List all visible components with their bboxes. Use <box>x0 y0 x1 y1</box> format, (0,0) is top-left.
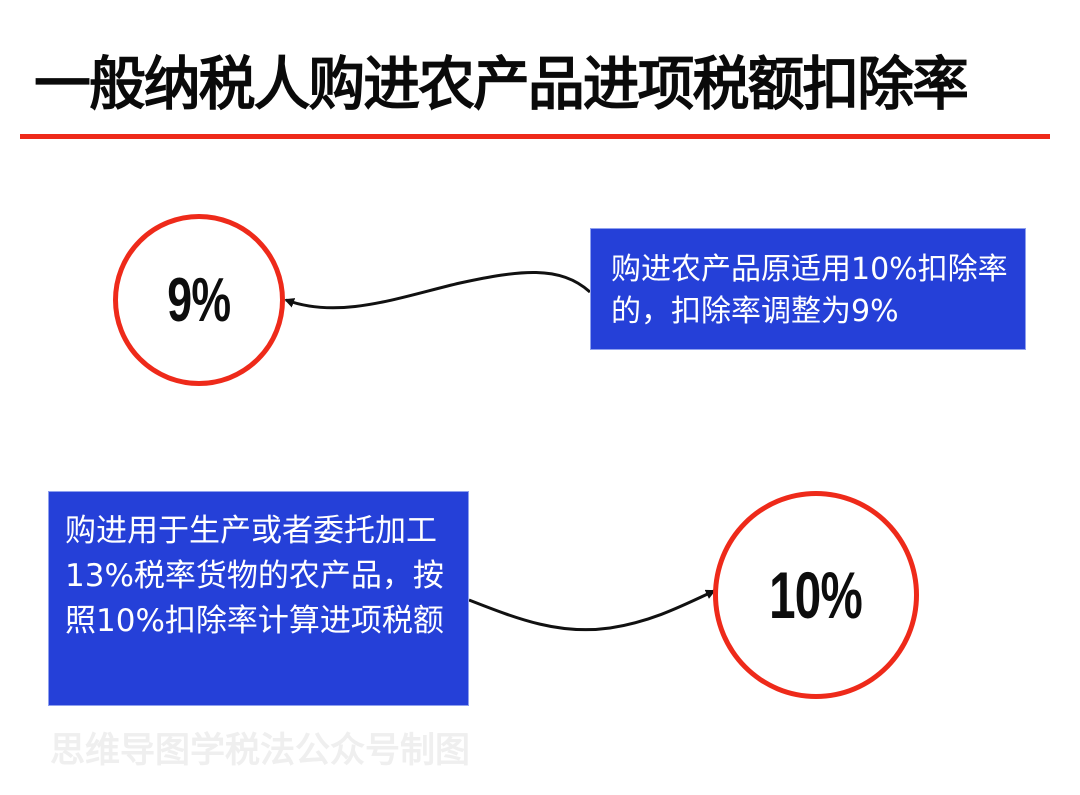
desc-10-box: 购进用于生产或者委托加工13%税率货物的农产品，按照10%扣除率计算进项税额 <box>48 491 469 706</box>
desc-9-box: 购进农产品原适用10%扣除率的，扣除率调整为9% <box>590 228 1026 350</box>
arrow-desc10-to-rate10 <box>468 589 716 632</box>
watermark: 思维导图学税法公众号制图 <box>50 731 471 771</box>
desc-10-text: 购进用于生产或者委托加工13%税率货物的农产品，按照10%扣除率计算进项税额 <box>65 513 444 639</box>
page-title: 一般纳税人购进农产品进项税额扣除率 <box>34 50 969 118</box>
title-divider <box>20 134 1050 139</box>
desc-9-text: 购进农产品原适用10%扣除率的，扣除率调整为9% <box>611 252 1008 329</box>
rate-10-circle: 10% <box>713 491 919 699</box>
rate-9-circle: 9% <box>113 214 285 386</box>
rate-9-label: 9% <box>167 265 231 335</box>
rate-10-label: 10% <box>769 558 864 632</box>
arrow-desc9-to-rate9 <box>284 271 592 310</box>
